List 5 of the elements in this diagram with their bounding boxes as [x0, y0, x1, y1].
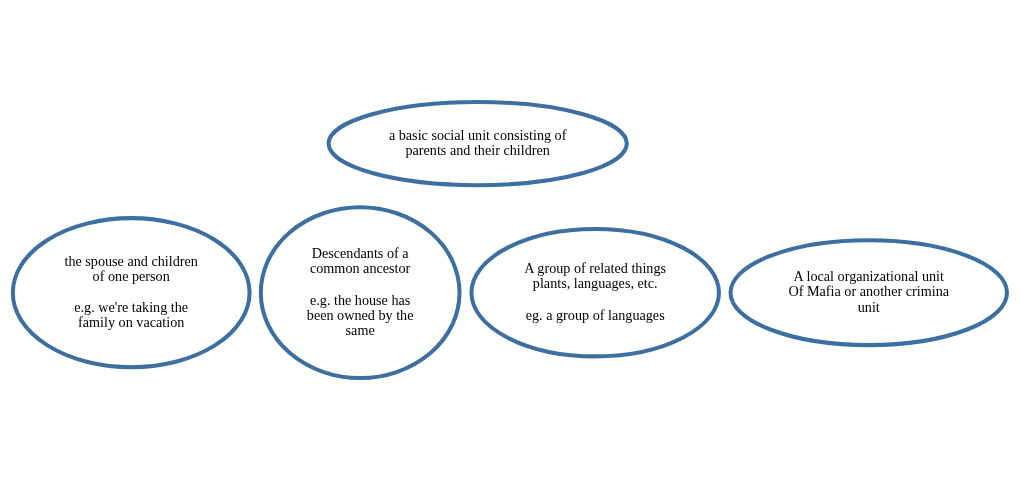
node-ellipse: a basic social unit consisting of parents and their children: [326, 100, 629, 188]
node-ellipse: A local organizational unit Of Mafia or another crimina unit: [728, 238, 1009, 348]
node-ellipse: the spouse and children of one person e.g. we're taking the family on vacation: [10, 216, 252, 370]
node-ellipse: Descendants of a common ancestor e.g. the house has been owned by the same: [258, 205, 462, 381]
node-ellipse: A group of related things plants, languages, etc. eg. a group of languages: [469, 226, 721, 359]
